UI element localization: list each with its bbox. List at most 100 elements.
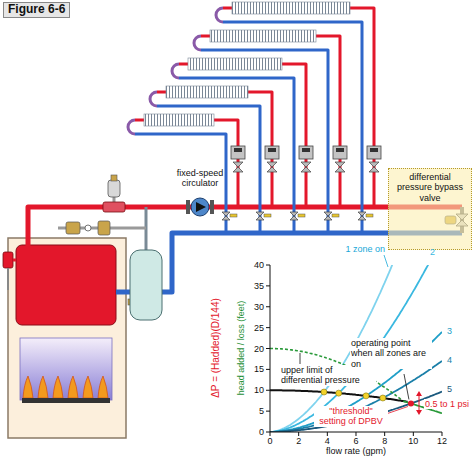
zone-valve-actuator [231, 146, 245, 159]
system-curve [270, 265, 442, 432]
flame [23, 376, 33, 398]
operating-point [363, 393, 369, 399]
range-arrow [419, 396, 420, 410]
operating-point [321, 389, 327, 395]
operating-point [380, 395, 386, 401]
zone-valve-actuator [333, 146, 347, 159]
tick-label: 40 [240, 260, 264, 270]
leader-line [386, 406, 408, 414]
valve-handle [264, 214, 271, 217]
flame [38, 376, 48, 398]
tick-label: 5 [240, 406, 264, 416]
zone-valve-body [267, 162, 277, 172]
tick-label: 35 [240, 281, 264, 291]
x-tick [327, 432, 328, 436]
loop-bend [128, 120, 135, 134]
zone-valve-body [233, 162, 243, 172]
x-tick [355, 432, 356, 436]
y-tick [266, 348, 270, 349]
axis-title: head added / loss (feet) [236, 301, 246, 396]
zone-valve-body [335, 162, 345, 172]
zone-valve-actuator [299, 146, 313, 159]
curve-note: operating point when all zones are on [350, 338, 432, 369]
tick-label: 30 [240, 302, 264, 312]
loop-return [179, 78, 294, 233]
y-tick [266, 327, 270, 328]
loop-supply [157, 92, 272, 207]
flame [53, 376, 63, 398]
loop-return [223, 22, 362, 233]
system-curve [270, 361, 442, 432]
figure-title: Figure 6-6 [3, 2, 70, 18]
tick-label: 2 [287, 436, 311, 446]
x-tick [441, 432, 442, 436]
tick-label: 15 [240, 364, 264, 374]
pump-curve [270, 390, 408, 402]
x-tick [384, 432, 385, 436]
curve-label: 2 [430, 247, 435, 257]
loop-bend [150, 92, 157, 106]
y-tick [266, 411, 270, 412]
fill-gauge [85, 225, 91, 231]
tick-label: 6 [344, 436, 368, 446]
tick-label: 10 [240, 385, 264, 395]
y-tick [266, 306, 270, 307]
relief-valve [3, 252, 13, 268]
leader-line [384, 255, 388, 267]
valve-handle [366, 214, 373, 217]
system-curve [270, 332, 442, 432]
expansion-tank [130, 250, 162, 320]
chart-panel [204, 238, 474, 460]
valve-handle [230, 214, 237, 217]
loop-bend [194, 36, 201, 50]
loop-return [157, 106, 260, 233]
fin-tube [232, 2, 350, 14]
balancing-valve [256, 212, 264, 220]
tick-label: 12 [430, 436, 454, 446]
tick-label: 4 [315, 436, 339, 446]
loop-bend [216, 8, 223, 22]
plot [270, 265, 442, 432]
loop-bend [172, 64, 179, 78]
tick-label: 25 [240, 323, 264, 333]
y-tick [266, 390, 270, 391]
flame [68, 376, 78, 398]
separator-body [103, 202, 125, 212]
valve-handle [298, 214, 305, 217]
loop-return [201, 50, 328, 233]
y-tick [266, 369, 270, 370]
air-vent [111, 175, 117, 181]
actuator-top [234, 148, 242, 152]
tick-label: 20 [240, 344, 264, 354]
tick-label: 0 [240, 427, 264, 437]
x-tick [270, 432, 271, 436]
fill-valve [98, 221, 110, 235]
circulator-arrow [196, 202, 206, 212]
fin-tube [166, 86, 248, 98]
y-tick [266, 285, 270, 286]
loop-supply [223, 8, 374, 207]
curve-label: 1 zone on [336, 244, 386, 254]
fin-tube [188, 58, 282, 70]
flame [83, 376, 93, 398]
curve-label: 3 [447, 326, 452, 336]
arrow-head [416, 391, 422, 396]
air-separator [108, 180, 120, 197]
system-curve [270, 392, 442, 432]
curve-label: 5 [447, 384, 452, 394]
system-curve [270, 265, 442, 432]
actuator-top [336, 148, 344, 152]
balancing-valve [290, 212, 298, 220]
part-label: fixed-speed circulator [167, 168, 233, 189]
dpbv-callout: differential pressure bypass valve [388, 168, 472, 250]
threshold-point [408, 400, 414, 406]
relief-pipe [13, 259, 16, 262]
backflow-preventer [66, 222, 80, 234]
zone-valve-body [301, 162, 311, 172]
x-tick [298, 432, 299, 436]
relief-discharge [7, 268, 9, 290]
zone-valve-actuator [367, 146, 381, 159]
operating-point [336, 390, 342, 396]
callout-text: differential pressure bypass valve [392, 172, 468, 203]
